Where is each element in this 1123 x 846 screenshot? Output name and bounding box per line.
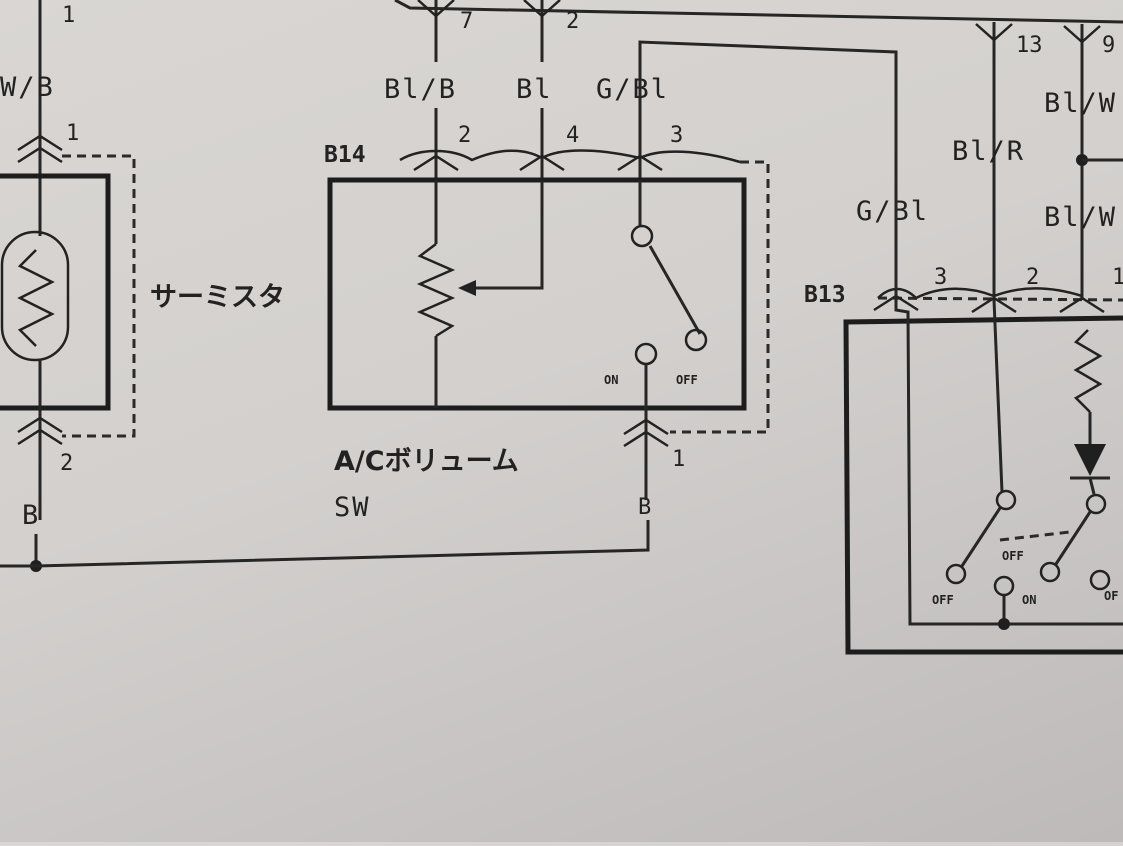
ac-switch-bottom-connector: [623, 418, 669, 448]
b14-pin-4: 4: [566, 123, 579, 148]
b13-dashed-line: [877, 296, 1123, 302]
right-switch-2-lever: [1054, 511, 1092, 565]
right-upper-connector-marks: [975, 23, 1101, 44]
ac-switch-label-line1: A/Cボリューム: [334, 446, 519, 477]
g-bl-wire: [638, 40, 898, 200]
thermistor-label: サーミスタ: [150, 282, 285, 313]
b13-pin-1: 1: [1112, 265, 1123, 290]
right-switch-label-of: OF: [1104, 589, 1118, 603]
thermistor-connector-bottom: [17, 416, 63, 446]
right-switch-label-off-2: OFF: [1002, 549, 1024, 563]
right-bottom-junction-dot: [998, 618, 1010, 630]
thermistor-group: 1 W/B 1 2 B サーミスタ: [0, 0, 285, 572]
b13-pin-2: 2: [1026, 265, 1039, 290]
switch-link-dashed: [999, 530, 1071, 542]
right-component-group: 13 9 G/Bl Bl/R Bl/W Bl/W B13 3 2 1: [804, 22, 1123, 655]
diode-icon: [1074, 444, 1106, 476]
right-g-bl-internal-wire: [894, 200, 1123, 626]
connector-b14-arcs: [399, 149, 741, 164]
upper-pin-7: 7: [460, 9, 473, 34]
connector-b14-pins: [413, 154, 663, 172]
right-switch-1-off-terminal: [945, 563, 967, 585]
thermistor-dashed-outline: [62, 154, 136, 438]
switch-common-terminal: [630, 224, 654, 248]
right-switch-2-on-terminal: [1089, 569, 1111, 591]
b14-pin-2: 2: [458, 123, 471, 148]
thermistor-connector-pin-bottom: 2: [60, 451, 73, 476]
right-component-box: [843, 315, 1123, 655]
thermistor-bottom-wire-label: B: [22, 500, 40, 531]
thermistor-box: [0, 173, 111, 411]
ground-bus-wire: [0, 520, 650, 568]
thermistor-resistor-icon: [17, 249, 55, 347]
right-switch-1-on-terminal: [993, 575, 1015, 597]
right-wire-label-g-bl: G/Bl: [856, 196, 929, 227]
ac-switch-dashed-outline: [670, 160, 770, 434]
b14-pin-3: 3: [670, 123, 683, 148]
right-upper-pin-13: 13: [1016, 33, 1043, 58]
switch-off-terminal: [684, 328, 708, 352]
thermistor-connector-pin-top: 1: [66, 121, 79, 146]
right-wire-label-bl-w-1: Bl/W: [1044, 88, 1117, 119]
top-border-wire: [394, 0, 1123, 24]
right-wire-label-bl-w-2: Bl/W: [1044, 202, 1117, 233]
upper-connector-marks: [417, 0, 561, 18]
switch-on-label: ON: [604, 373, 618, 387]
right-switch-1-lever: [960, 507, 1002, 567]
connector-b13-arcs: [877, 287, 1083, 300]
wiper-arrow-icon: [458, 280, 476, 296]
wire-label-g-bl: G/Bl: [596, 74, 669, 105]
potentiometer-icon: [416, 243, 456, 338]
upper-pin-2: 2: [566, 9, 579, 34]
ac-volume-switch-group: 7 2 Bl/B Bl G/Bl B14 2 4 3 ON OFF: [324, 0, 898, 523]
connector-b13-label: B13: [804, 282, 846, 308]
right-switch-2-common: [1085, 493, 1107, 515]
b13-pin-3: 3: [934, 265, 947, 290]
thermistor-element: [0, 230, 70, 362]
right-upper-pin-9: 9: [1102, 33, 1115, 58]
wiper-wire: [470, 180, 544, 290]
ac-switch-bottom-wire-label: B: [638, 495, 651, 520]
switch-lever: [648, 245, 702, 335]
right-switch-label-on: ON: [1022, 593, 1036, 607]
wire-label-bl: Bl: [516, 74, 553, 105]
ac-switch-box: [327, 177, 747, 411]
thermistor-top-pin: 1: [62, 3, 75, 28]
right-switch-2-off-terminal: [1039, 561, 1061, 583]
right-wire-label-bl-r: Bl/R: [952, 136, 1025, 167]
switch-off-label: OFF: [676, 373, 698, 387]
right-switch-1-common: [995, 489, 1017, 511]
switch-on-terminal: [634, 342, 658, 366]
ac-switch-label-line2: SW: [334, 492, 371, 523]
right-switch-label-off-1: OFF: [932, 593, 954, 607]
connector-b14-label: B14: [324, 142, 366, 168]
thermistor-top-wire-label: W/B: [0, 72, 55, 103]
ac-switch-bottom-pin: 1: [672, 447, 685, 472]
wire-label-bl-b: Bl/B: [384, 74, 457, 105]
right-resistor-icon: [1073, 329, 1103, 413]
